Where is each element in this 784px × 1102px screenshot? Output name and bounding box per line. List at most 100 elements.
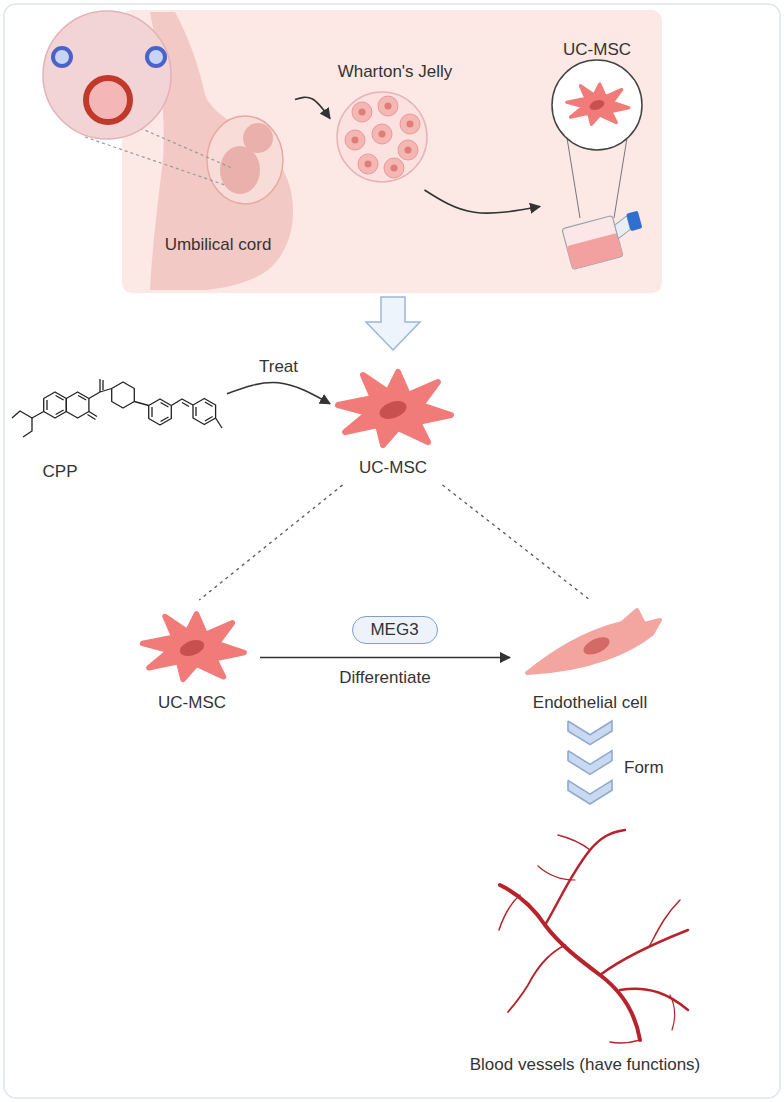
blood-vessels-picture <box>650 900 680 945</box>
wharton-jelly-picture <box>400 114 420 134</box>
wharton-jelly-picture <box>352 137 359 144</box>
endothelial-cell-picture <box>581 634 612 659</box>
cpp-molecule <box>205 417 213 422</box>
arrow-connector <box>295 97 330 118</box>
node-label: Wharton's Jelly <box>338 62 453 82</box>
gene-label: MEG3 <box>370 620 418 640</box>
pregnant-figure <box>207 116 283 204</box>
cpp-molecule <box>205 402 213 407</box>
wharton-jelly-picture <box>352 102 372 122</box>
endothelial-cell-picture <box>527 610 660 673</box>
blood-vessels-picture <box>538 866 575 880</box>
cpp-molecule <box>23 418 32 437</box>
cpp-molecule <box>56 410 64 415</box>
wharton-jelly-picture <box>337 92 427 182</box>
blood-vessels-picture <box>508 945 565 1012</box>
umbilical-cord-section <box>140 128 232 168</box>
node-label: Endothelial cell <box>533 693 647 713</box>
wharton-jelly-picture <box>345 96 420 178</box>
edge-label: Form <box>624 758 664 778</box>
wharton-jelly-picture <box>372 124 392 144</box>
node-label: Umbilical cord <box>165 235 272 255</box>
cpp-molecule <box>171 399 193 406</box>
cpp-molecule <box>182 403 189 407</box>
hollow-arrow <box>366 297 420 350</box>
arrow-connector <box>227 382 330 403</box>
cpp-molecule <box>161 417 169 422</box>
cpp-molecule <box>88 415 96 420</box>
chevron-arrow <box>568 721 612 804</box>
wharton-jelly-picture <box>405 147 412 154</box>
msc-cell <box>338 372 451 445</box>
wharton-jelly-picture <box>391 165 398 172</box>
wharton-jelly-picture <box>337 92 427 182</box>
wharton-jelly-picture <box>378 96 398 116</box>
cpp-molecule <box>102 380 103 390</box>
illustration-node: UC-MSC <box>330 360 455 485</box>
node-label: CPP <box>43 462 78 482</box>
node-label: UC-MSC <box>563 40 631 60</box>
cpp-molecule <box>44 392 67 418</box>
blood-vessels-picture <box>600 930 688 975</box>
cpp-molecule <box>161 403 169 408</box>
illustration-node: Umbilical cord <box>150 20 295 285</box>
cpp-molecule <box>12 379 222 437</box>
blood-vessels-picture <box>670 995 674 1030</box>
pregnant-figure <box>150 12 293 290</box>
blood-vessels-picture <box>620 989 688 1010</box>
cpp-molecule <box>151 407 152 417</box>
endothelial-cell-picture <box>527 610 660 673</box>
blood-vessels-picture <box>610 1040 640 1043</box>
wharton-jelly-picture <box>365 161 372 168</box>
umbilical-cord-section <box>86 78 130 122</box>
illustration-node: UC-MSC <box>540 35 660 280</box>
dotted-link <box>199 485 342 600</box>
wharton-jelly-picture <box>398 140 418 160</box>
culture-picture <box>552 60 642 150</box>
cpp-molecule <box>56 396 64 401</box>
cpp-molecule <box>46 400 47 410</box>
msc-cell <box>143 614 245 680</box>
cpp-molecule <box>193 399 216 425</box>
wharton-jelly-picture <box>407 121 414 128</box>
wharton-jelly-picture <box>385 103 392 110</box>
umbilical-cord-section <box>53 48 71 66</box>
outer-frame <box>4 4 780 1098</box>
wharton-jelly-picture <box>384 158 404 178</box>
illustration-node: Endothelial cell <box>510 600 670 715</box>
umbilical-cord-section <box>147 48 165 66</box>
cpp-molecule <box>112 382 135 408</box>
illustration-node: Wharton's Jelly <box>330 60 465 190</box>
blood-vessels-picture <box>499 830 688 1043</box>
cpp-molecule <box>149 399 172 425</box>
cpp-molecule <box>78 396 86 401</box>
umbilical-cord-section <box>85 137 225 185</box>
wharton-jelly-picture <box>359 109 366 116</box>
culture-picture <box>562 216 623 270</box>
umbilical-cord-section <box>43 11 171 139</box>
cpp-molecule <box>66 392 89 418</box>
cpp-molecule <box>99 379 100 392</box>
edge-label: Differentiate <box>339 668 430 688</box>
pregnant-figure <box>150 12 293 290</box>
gene-pill: MEG3 <box>352 616 438 644</box>
cpp-molecule <box>12 411 44 418</box>
illustration-node: UC-MSC <box>125 600 260 715</box>
illustration-node: CPP <box>12 360 227 495</box>
arrow-connector <box>260 657 510 659</box>
culture-picture <box>567 233 623 270</box>
cpp-molecule <box>195 407 196 416</box>
cpp-molecule <box>134 402 148 406</box>
culture-picture <box>562 209 648 270</box>
node-label: Blood vessels (have functions) <box>470 1055 701 1075</box>
wharton-jelly-picture <box>358 154 378 174</box>
culture-picture <box>614 138 627 218</box>
source-panel <box>122 10 662 293</box>
wharton-jelly-picture <box>352 103 414 172</box>
edge-label: Treat <box>259 357 298 377</box>
culture-picture <box>567 138 580 218</box>
culture-picture <box>567 84 629 124</box>
